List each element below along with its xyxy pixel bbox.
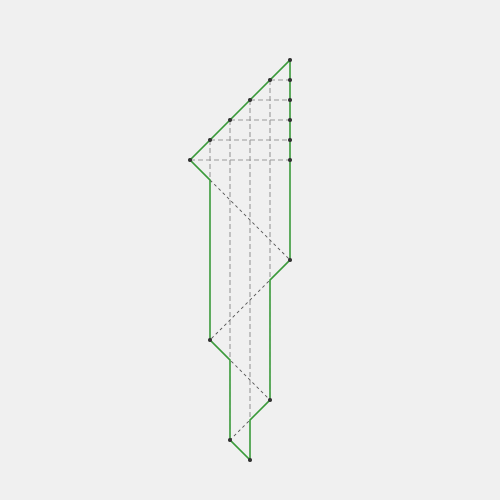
vertex-point[interactable] [228, 118, 232, 122]
vertex-point[interactable] [268, 398, 272, 402]
vertex-points[interactable] [188, 58, 292, 462]
vertex-point[interactable] [288, 118, 292, 122]
vertex-point[interactable] [288, 58, 292, 62]
vertex-point[interactable] [288, 78, 292, 82]
vertex-point[interactable] [248, 98, 252, 102]
vertex-point[interactable] [288, 258, 292, 262]
vertex-point[interactable] [288, 98, 292, 102]
vertex-point[interactable] [248, 458, 252, 462]
vertex-point[interactable] [208, 138, 212, 142]
vertex-point[interactable] [268, 78, 272, 82]
vertex-point[interactable] [288, 158, 292, 162]
vertex-point[interactable] [208, 338, 212, 342]
fold-line-diagonal [209, 179, 291, 261]
outline-path [188, 59, 291, 462]
vertex-point[interactable] [288, 138, 292, 142]
shape-outline [188, 59, 291, 462]
vertex-point[interactable] [188, 158, 192, 162]
vertex-point[interactable] [228, 438, 232, 442]
guide-lines [190, 79, 290, 440]
